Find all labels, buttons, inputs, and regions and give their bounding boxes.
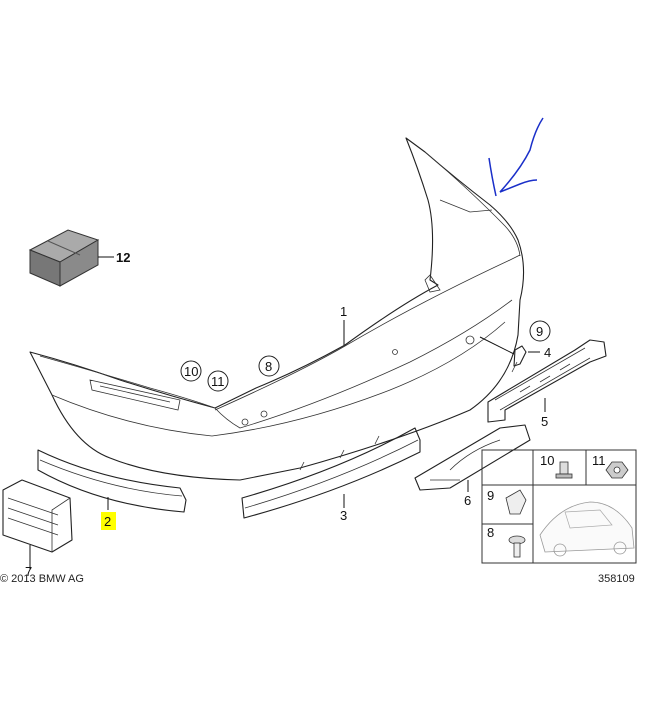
label-6[interactable]: 6	[464, 493, 471, 508]
inset-label-10: 10	[540, 453, 554, 468]
callout-11-label: 11	[211, 374, 225, 389]
label-3[interactable]: 3	[340, 508, 347, 523]
part-3-trim-strip[interactable]	[241, 427, 421, 519]
highlight-2	[101, 512, 116, 530]
label-4[interactable]: 4	[544, 345, 551, 360]
hand-drawn-arrow-annotation	[488, 117, 544, 197]
label-1[interactable]: 1	[340, 304, 347, 319]
part-12-box[interactable]	[28, 229, 100, 287]
inset-car-silhouette	[539, 501, 635, 557]
part-7-grille[interactable]	[2, 479, 73, 553]
callout-10[interactable]: 10	[180, 360, 202, 382]
inset-label-11: 11	[592, 453, 606, 468]
callout-11[interactable]: 11	[207, 370, 229, 392]
part-4-clip[interactable]	[511, 345, 527, 373]
part-5-carrier[interactable]	[487, 339, 607, 423]
inset-part-9-clip[interactable]: 9	[487, 488, 527, 515]
inset-legend: 10 11 9 8	[481, 449, 637, 564]
copyright-text: © 2013 BMW AG	[0, 573, 84, 585]
part-2-trim-strip[interactable]	[37, 449, 187, 513]
label-12[interactable]: 12	[116, 250, 130, 265]
callout-9-label: 9	[536, 324, 543, 339]
label-7[interactable]: 7	[25, 564, 32, 579]
callout-8-label: 8	[265, 359, 272, 374]
label-2[interactable]: 2	[104, 514, 111, 529]
callout-8[interactable]: 8	[258, 355, 280, 377]
inset-label-8: 8	[487, 525, 494, 540]
leader-4b	[479, 336, 515, 355]
diagram-number: 358109	[598, 573, 635, 585]
label-5[interactable]: 5	[541, 414, 548, 429]
part-1-bumper-cover[interactable]	[29, 137, 525, 481]
inset-part-10-bolt[interactable]: 10	[540, 453, 573, 479]
inset-part-8-rivet[interactable]: 8	[487, 525, 526, 558]
inset-label-9: 9	[487, 488, 494, 503]
part-6-bracket[interactable]	[414, 424, 531, 491]
callout-10-label: 10	[184, 364, 198, 379]
inset-part-11-nut[interactable]: 11	[592, 453, 629, 479]
callout-9[interactable]: 9	[529, 320, 551, 342]
